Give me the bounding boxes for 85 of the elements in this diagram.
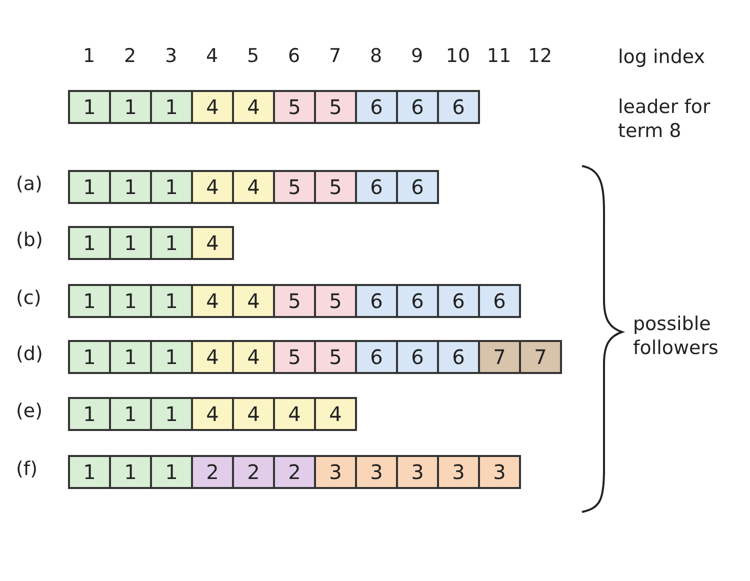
- axis-title: log index: [618, 45, 706, 69]
- log-entry-cell: 3: [437, 455, 480, 489]
- log-entry-cell: 5: [314, 340, 357, 374]
- column-number: 6: [286, 45, 302, 67]
- log-entry-cell: 4: [232, 170, 275, 204]
- log-entry-cell: 6: [355, 284, 398, 318]
- log-entry-cell: 6: [437, 340, 480, 374]
- log-entry-cell: 5: [273, 170, 316, 204]
- log-entry-cell: 4: [191, 397, 234, 431]
- log-entry-cell: 6: [396, 284, 439, 318]
- log-entry-cell: 4: [232, 340, 275, 374]
- log-entry-cell: 2: [191, 455, 234, 489]
- log-entry-cell: 1: [68, 340, 111, 374]
- log-entry-cell: 1: [109, 340, 152, 374]
- log-entry-cell: 1: [109, 284, 152, 318]
- log-entry-cell: 3: [314, 455, 357, 489]
- log-entry-cell: 6: [437, 90, 480, 124]
- log-entry-cell: 1: [109, 455, 152, 489]
- column-number: 12: [526, 45, 554, 67]
- column-number: 7: [328, 45, 342, 67]
- column-number: 8: [368, 45, 384, 67]
- column-number: 5: [246, 45, 260, 67]
- log-entry-cell: 4: [232, 90, 275, 124]
- log-entry-cell: 6: [396, 340, 439, 374]
- log-entry-cell: 4: [191, 284, 234, 318]
- log-entry-cell: 1: [68, 284, 111, 318]
- log-entry-cell: 4: [191, 226, 234, 260]
- row-label: leader for term 8: [618, 95, 712, 143]
- log-entry-cell: 6: [437, 284, 480, 318]
- log-entry-cell: 6: [478, 284, 521, 318]
- column-number: 10: [444, 45, 472, 67]
- log-entry-cell: 4: [273, 397, 316, 431]
- log-entry-cell: 5: [314, 170, 357, 204]
- log-entry-cell: 1: [68, 397, 111, 431]
- log-entry-cell: 3: [355, 455, 398, 489]
- log-entry-cell: 1: [150, 226, 193, 260]
- column-number: 4: [204, 45, 220, 67]
- log-entry-cell: 1: [109, 226, 152, 260]
- log-entry-cell: 1: [68, 455, 111, 489]
- log-entry-cell: 5: [273, 340, 316, 374]
- log-entry-cell: 2: [273, 455, 316, 489]
- row-letter: (d): [16, 343, 43, 365]
- row-letter: (a): [16, 173, 42, 195]
- column-number: 2: [122, 45, 138, 67]
- row-letter: (c): [16, 287, 42, 309]
- log-entry-cell: 1: [150, 397, 193, 431]
- log-entry-cell: 1: [68, 90, 111, 124]
- log-entry-cell: 5: [273, 284, 316, 318]
- row-letter: (e): [16, 400, 43, 422]
- log-entry-cell: 7: [519, 340, 562, 374]
- log-entry-cell: 1: [109, 397, 152, 431]
- log-entry-cell: 4: [191, 90, 234, 124]
- log-entry-cell: 1: [150, 455, 193, 489]
- log-entry-cell: 5: [314, 90, 357, 124]
- column-number: 9: [410, 45, 424, 67]
- log-entry-cell: 7: [478, 340, 521, 374]
- column-number: 11: [486, 45, 512, 67]
- log-entry-cell: 1: [68, 170, 111, 204]
- log-entry-cell: 6: [396, 170, 439, 204]
- log-entry-cell: 1: [109, 90, 152, 124]
- log-entry-cell: 6: [355, 170, 398, 204]
- log-entry-cell: 1: [150, 170, 193, 204]
- log-entry-cell: 1: [150, 340, 193, 374]
- log-entry-cell: 1: [68, 226, 111, 260]
- log-entry-cell: 4: [191, 170, 234, 204]
- log-entry-cell: 4: [191, 340, 234, 374]
- log-entry-cell: 4: [314, 397, 357, 431]
- column-number: 1: [82, 45, 96, 67]
- log-entry-cell: 1: [109, 170, 152, 204]
- log-entry-cell: 1: [150, 90, 193, 124]
- log-entry-cell: 6: [355, 340, 398, 374]
- log-entry-cell: 6: [396, 90, 439, 124]
- group-label: possible followers: [633, 312, 720, 360]
- log-entry-cell: 4: [232, 397, 275, 431]
- log-entry-cell: 4: [232, 284, 275, 318]
- log-entry-cell: 6: [355, 90, 398, 124]
- column-number: 3: [164, 45, 178, 67]
- log-entry-cell: 5: [273, 90, 316, 124]
- log-entry-cell: 3: [396, 455, 439, 489]
- log-entry-cell: 2: [232, 455, 275, 489]
- row-letter: (b): [16, 229, 43, 251]
- row-letter: (f): [16, 458, 38, 480]
- log-entry-cell: 5: [314, 284, 357, 318]
- log-entry-cell: 1: [150, 284, 193, 318]
- log-entry-cell: 3: [478, 455, 521, 489]
